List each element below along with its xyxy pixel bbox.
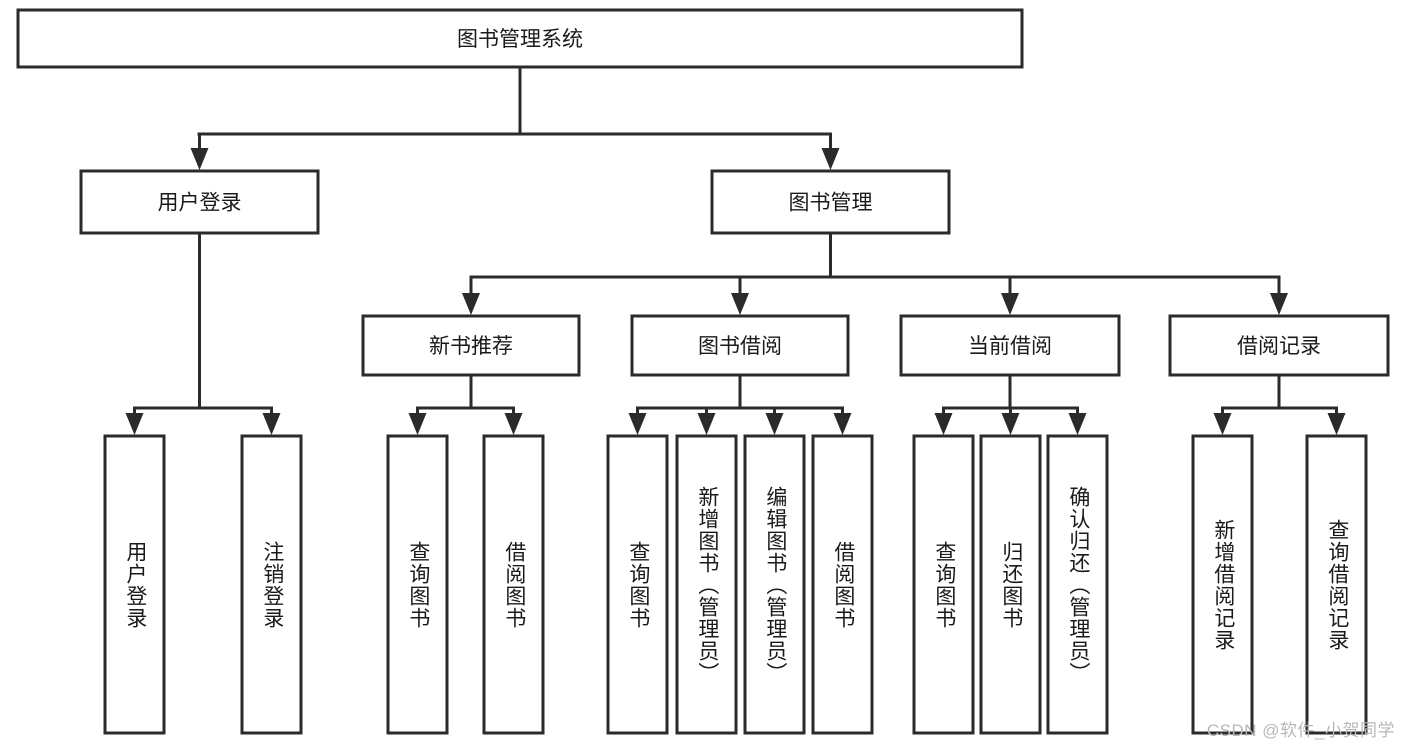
arrow-head-icon — [190, 148, 209, 170]
node-current-borrow-box[interactable] — [899, 314, 1121, 377]
node-new-book-rec-box[interactable] — [361, 314, 581, 377]
node-leaf-query-record-box[interactable] — [1305, 434, 1368, 735]
node-new-book-rec-label: 新书推荐 — [429, 335, 513, 358]
node-leaf-add-book-box[interactable] — [675, 434, 738, 735]
watermark-text: CSDN @软件_小贺同学 — [1206, 721, 1395, 740]
arrow-head-icon — [125, 413, 144, 435]
node-leaf-borrow-book-rec-box[interactable] — [482, 434, 545, 735]
node-user-login-label: 用户登录 — [158, 192, 242, 215]
node-leaf-edit-book-box[interactable] — [743, 434, 806, 735]
node-boxes-layer — [16, 8, 1390, 735]
arrow-head-icon — [1068, 413, 1087, 435]
arrow-head-icon — [821, 148, 840, 170]
node-leaf-borrow-book-box[interactable] — [811, 434, 874, 735]
node-book-manage-box[interactable] — [710, 169, 951, 235]
arrow-head-icon — [1327, 413, 1346, 435]
node-leaf-query-book-bor-box[interactable] — [606, 434, 669, 735]
root-node-box[interactable] — [16, 8, 1024, 69]
node-leaf-add-record-box[interactable] — [1191, 434, 1254, 735]
node-borrow-record-box[interactable] — [1168, 314, 1390, 377]
arrow-head-icon — [833, 413, 852, 435]
arrow-head-icon — [1270, 293, 1288, 315]
node-borrow-record-label: 借阅记录 — [1237, 335, 1321, 358]
arrow-head-icon — [934, 413, 953, 435]
node-leaf-query-book-cur-box[interactable] — [912, 434, 975, 735]
node-leaf-confirm-return-box[interactable] — [1046, 434, 1109, 735]
arrow-head-icon — [462, 293, 480, 315]
node-current-borrow-label: 当前借阅 — [968, 335, 1052, 358]
node-leaf-query-book-rec-box[interactable] — [386, 434, 449, 735]
arrow-head-icon — [1001, 413, 1020, 435]
arrow-head-icon — [628, 413, 647, 435]
node-book-borrow-label: 图书借阅 — [698, 335, 782, 358]
arrow-head-icon — [262, 413, 281, 435]
node-leaf-logout-box[interactable] — [240, 434, 303, 735]
arrow-head-icon — [731, 293, 749, 315]
node-user-login-box[interactable] — [79, 169, 320, 235]
node-leaf-return-book-box[interactable] — [979, 434, 1042, 735]
arrow-head-icon — [504, 413, 523, 435]
node-book-borrow-box[interactable] — [630, 314, 850, 377]
arrow-head-icon — [765, 413, 784, 435]
root-node-label: 图书管理系统 — [457, 28, 583, 51]
arrow-head-icon — [697, 413, 716, 435]
arrow-head-icon — [408, 413, 427, 435]
arrow-head-icon — [1213, 413, 1232, 435]
node-book-manage-label: 图书管理 — [789, 192, 873, 215]
connectors-layer — [125, 65, 1346, 435]
node-leaf-user-login-box[interactable] — [103, 434, 166, 735]
arrow-head-icon — [1001, 293, 1019, 315]
